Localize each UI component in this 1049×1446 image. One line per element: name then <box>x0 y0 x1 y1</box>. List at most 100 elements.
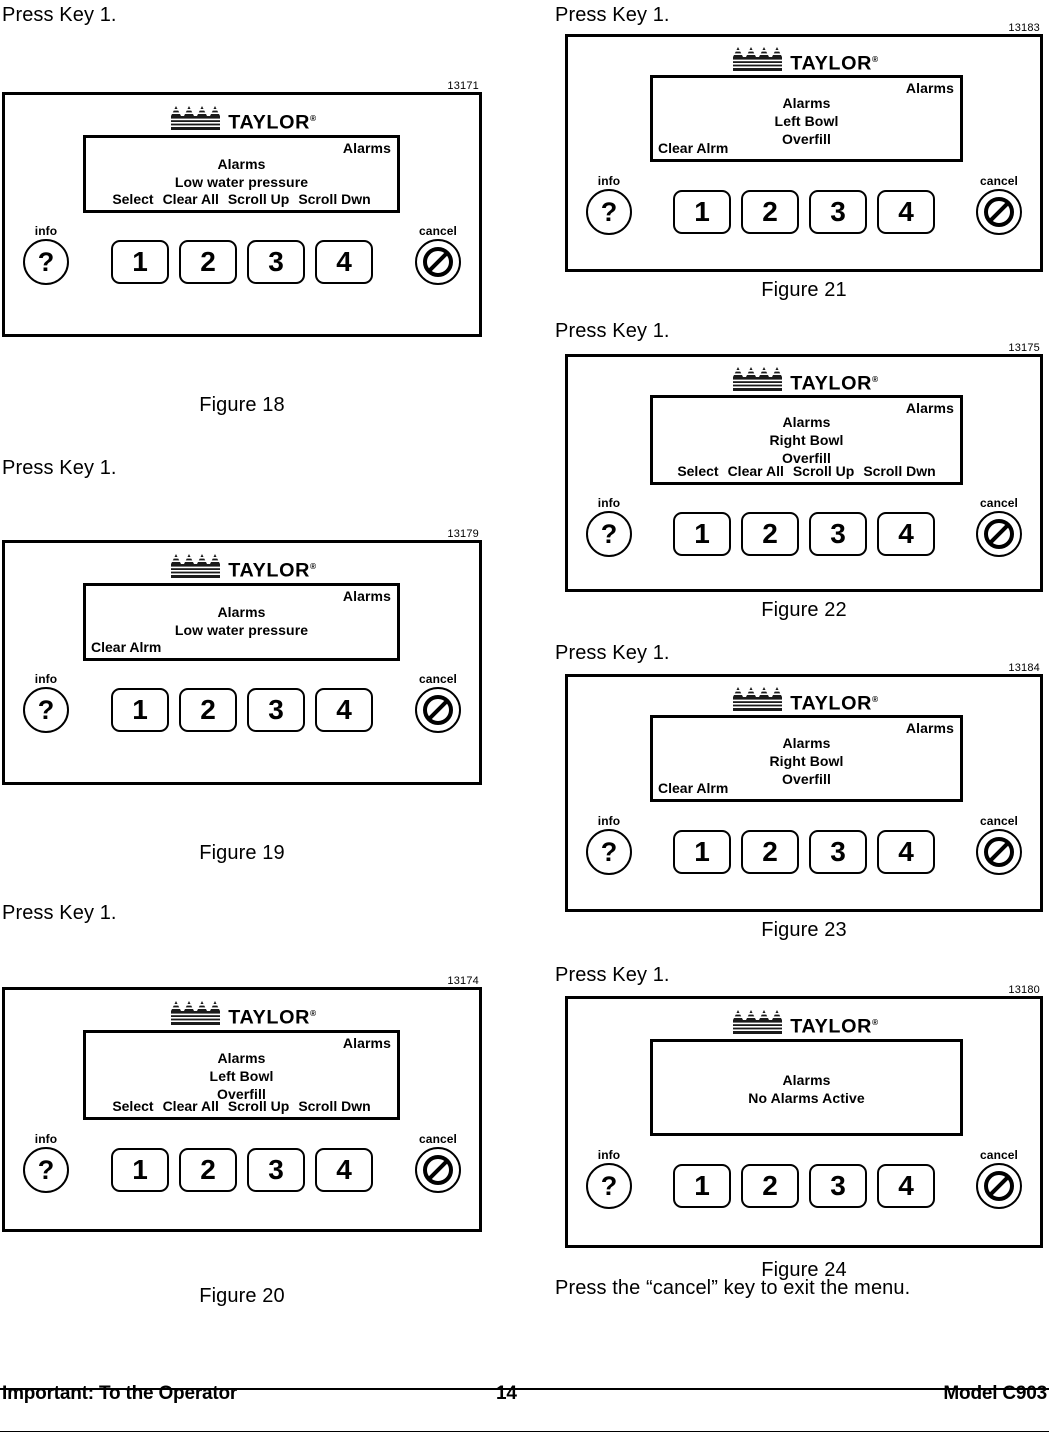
figure-caption: Figure 18 <box>199 394 285 416</box>
lcd-screen: Alarms Alarms Right Bowl Overfill Select… <box>650 395 963 485</box>
softkey-clear-all[interactable]: Clear All <box>727 463 784 479</box>
key-3[interactable]: 3 <box>809 1164 867 1208</box>
lcd-line: Overfill <box>781 771 832 787</box>
figure-id: 13174 <box>447 975 479 987</box>
cancel-button[interactable]: cancel <box>976 497 1022 557</box>
info-button[interactable]: info ? <box>586 497 632 557</box>
softkey-clear-all[interactable]: Clear All <box>162 191 219 207</box>
no-entry-icon <box>423 247 453 277</box>
key-3[interactable]: 3 <box>247 688 305 732</box>
cancel-label: cancel <box>419 1132 457 1146</box>
figure-block-19: 13179 TAYLOR® <box>2 528 482 865</box>
no-entry-icon <box>984 1171 1014 1201</box>
key-4[interactable]: 4 <box>315 688 373 732</box>
instruction-press-key-1: Press Key 1. <box>555 642 670 664</box>
key-1[interactable]: 1 <box>111 1148 169 1192</box>
lcd-softkey-bar: Select Clear All Scroll Up Scroll Dwn <box>86 1098 397 1115</box>
page-footer: Important: To the Operator 14 Model C903 <box>0 1383 1049 1432</box>
softkey-scroll-up[interactable]: Scroll Up <box>227 191 290 207</box>
lcd-corner-label: Alarms <box>905 400 954 416</box>
softkey-select[interactable]: Select <box>677 463 719 479</box>
taylor-wordmark: TAYLOR® <box>790 53 878 74</box>
taylor-wordmark: TAYLOR® <box>790 373 878 394</box>
instruction-press-key-1: Press Key 1. <box>555 964 670 986</box>
figure-caption: Figure 24 <box>761 1259 847 1281</box>
cancel-button[interactable]: cancel <box>976 175 1022 235</box>
key-1[interactable]: 1 <box>673 190 731 234</box>
info-button[interactable]: info ? <box>586 815 632 875</box>
figure-block-20: 13174 TAYLOR® <box>2 975 482 1308</box>
instruction-press-key-1: Press Key 1. <box>2 4 117 26</box>
softkey-select[interactable]: Select <box>112 1098 154 1114</box>
key-4[interactable]: 4 <box>315 240 373 284</box>
key-3[interactable]: 3 <box>809 830 867 874</box>
taylor-logo: TAYLOR® <box>568 1006 1040 1036</box>
key-4[interactable]: 4 <box>877 512 935 556</box>
lcd-message-lines: Alarms No Alarms Active <box>653 1071 960 1107</box>
number-keys: 1 2 3 4 <box>111 1148 373 1192</box>
key-3[interactable]: 3 <box>247 1148 305 1192</box>
key-2[interactable]: 2 <box>179 1148 237 1192</box>
softkey-select[interactable]: Select <box>112 191 154 207</box>
key-2[interactable]: 2 <box>179 688 237 732</box>
info-label: info <box>597 1148 621 1162</box>
lcd-screen: Alarms Alarms Left Bowl Overfill Clear A… <box>650 75 963 162</box>
cancel-label: cancel <box>980 1148 1018 1162</box>
key-2[interactable]: 2 <box>179 240 237 284</box>
softkey-clear-alarm[interactable]: Clear Alrm <box>91 639 162 655</box>
key-1[interactable]: 1 <box>673 830 731 874</box>
lcd-line: Low water pressure <box>174 622 309 638</box>
info-button[interactable]: info ? <box>23 225 69 285</box>
softkey-scroll-dwn[interactable]: Scroll Dwn <box>863 463 936 479</box>
softkey-clear-alarm[interactable]: Clear Alrm <box>658 140 729 156</box>
info-button[interactable]: info ? <box>23 1133 69 1193</box>
key-1[interactable]: 1 <box>673 512 731 556</box>
info-label: info <box>34 1132 58 1146</box>
lcd-line: Right Bowl <box>769 432 844 448</box>
figure-block-23: 13184 TAYLOR® <box>565 662 1043 942</box>
key-2[interactable]: 2 <box>741 1164 799 1208</box>
key-3[interactable]: 3 <box>247 240 305 284</box>
lcd-line: Overfill <box>781 450 832 466</box>
lcd-softkey-bar: Select Clear All Scroll Up Scroll Dwn <box>653 463 960 480</box>
info-button[interactable]: info ? <box>586 175 632 235</box>
softkey-scroll-dwn[interactable]: Scroll Dwn <box>298 1098 371 1114</box>
taylor-wordmark: TAYLOR® <box>790 1016 878 1037</box>
figure-id: 13183 <box>1008 22 1040 34</box>
key-3[interactable]: 3 <box>809 190 867 234</box>
control-panel: TAYLOR® Alarms Alarms Right Bowl Overfil… <box>565 354 1043 592</box>
cancel-button[interactable]: cancel <box>415 225 461 285</box>
cancel-button[interactable]: cancel <box>976 1149 1022 1209</box>
key-4[interactable]: 4 <box>877 1164 935 1208</box>
taylor-wordmark: TAYLOR® <box>790 693 878 714</box>
info-button[interactable]: info ? <box>586 1149 632 1209</box>
taylor-crown-logo-icon <box>732 687 782 711</box>
key-2[interactable]: 2 <box>741 190 799 234</box>
cancel-button[interactable]: cancel <box>415 673 461 733</box>
control-panel: TAYLOR® Alarms Alarms Low water pressure… <box>2 540 482 785</box>
key-4[interactable]: 4 <box>315 1148 373 1192</box>
lcd-corner-label: Alarms <box>905 720 954 736</box>
key-4[interactable]: 4 <box>877 830 935 874</box>
key-1[interactable]: 1 <box>111 240 169 284</box>
softkey-scroll-up[interactable]: Scroll Up <box>227 1098 290 1114</box>
key-1[interactable]: 1 <box>111 688 169 732</box>
keypad: info ? 1 2 3 4 cancel <box>568 175 1040 235</box>
key-3[interactable]: 3 <box>809 512 867 556</box>
figure-id: 13175 <box>1008 342 1040 354</box>
key-1[interactable]: 1 <box>673 1164 731 1208</box>
key-2[interactable]: 2 <box>741 830 799 874</box>
key-2[interactable]: 2 <box>741 512 799 556</box>
softkey-clear-alarm[interactable]: Clear Alrm <box>658 780 729 796</box>
softkey-clear-all[interactable]: Clear All <box>162 1098 219 1114</box>
cancel-icon <box>415 1147 461 1193</box>
page-number: 14 <box>496 1383 517 1404</box>
keypad: info ? 1 2 3 4 cancel <box>5 225 479 285</box>
softkey-scroll-dwn[interactable]: Scroll Dwn <box>298 191 371 207</box>
info-button[interactable]: info ? <box>23 673 69 733</box>
cancel-button[interactable]: cancel <box>976 815 1022 875</box>
key-4[interactable]: 4 <box>877 190 935 234</box>
lcd-corner-label: Alarms <box>342 1035 391 1051</box>
softkey-scroll-up[interactable]: Scroll Up <box>792 463 855 479</box>
cancel-button[interactable]: cancel <box>415 1133 461 1193</box>
